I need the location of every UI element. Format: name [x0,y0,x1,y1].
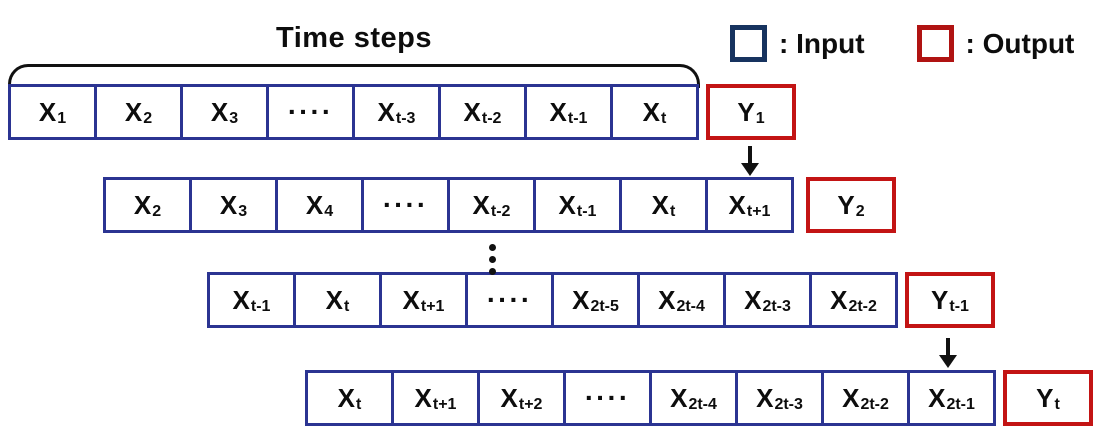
arrow-down-icon [738,146,762,176]
output-label: Y [737,96,755,127]
output-label: Y [1036,382,1054,413]
arrow-shaft [748,146,752,163]
input-swatch-icon [730,25,767,62]
arrow-down-icon [936,338,960,368]
output-subscript: t-1 [949,298,969,315]
arrow-head [939,355,957,368]
legend-output-label: : Output [965,27,1075,59]
ellipsis-cell: ···· [266,84,355,140]
legend: : Input : Output [730,25,1074,62]
vertical-ellipsis-icon [489,241,496,277]
ellipsis-cell: ···· [465,272,554,328]
legend-input-label: : Input [779,27,865,59]
arrow-head [741,163,759,176]
output-subscript: t [1054,396,1060,413]
arrow-shaft [946,338,950,355]
output-label: Y [837,189,855,220]
output-subscript: 1 [755,110,765,127]
time-steps-brace-icon [8,64,700,88]
output-swatch-icon [916,25,954,62]
ellipsis-cell: ···· [563,370,652,426]
time-steps-label: Time steps [276,22,432,54]
output-label: Y [931,284,949,315]
ellipsis-cell: ···· [361,177,450,233]
output-subscript: 2 [855,203,865,220]
